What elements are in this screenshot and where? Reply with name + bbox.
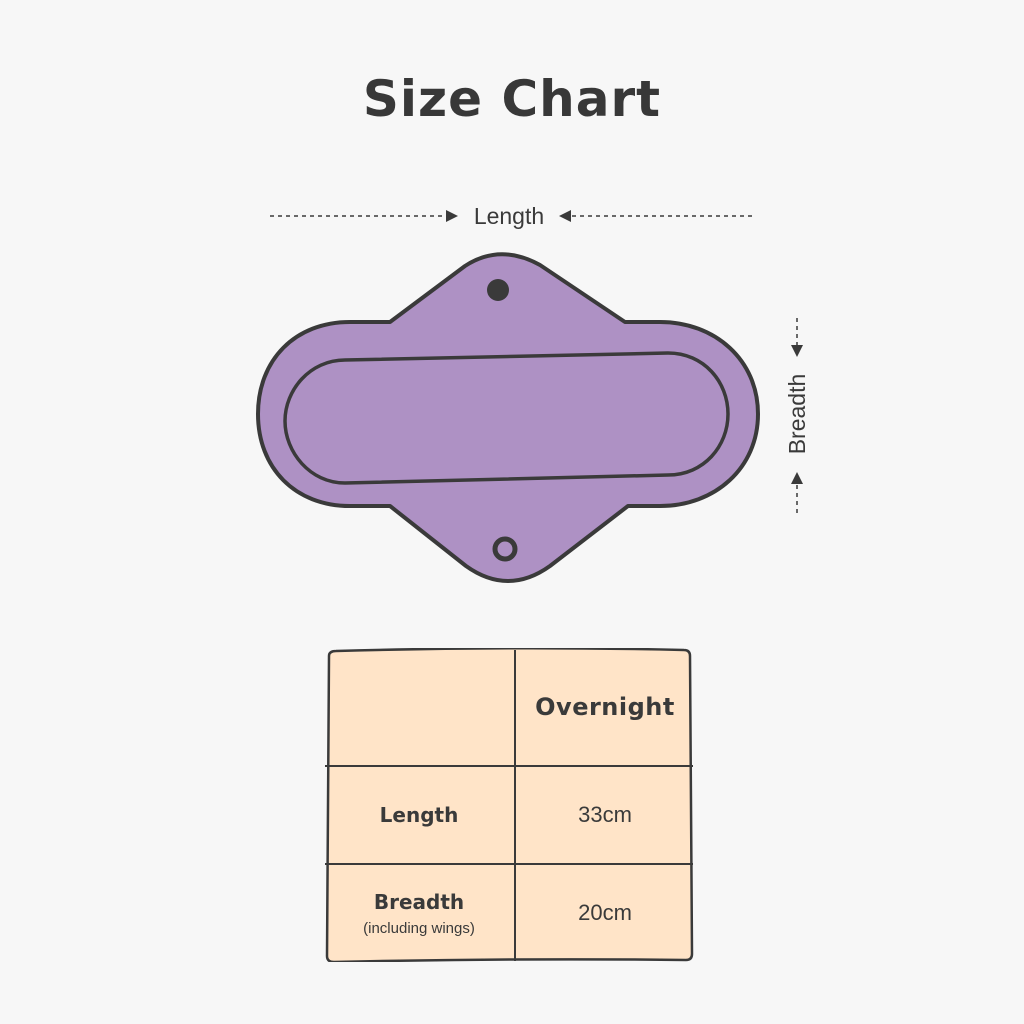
row-sublabel: (including wings) xyxy=(363,919,475,937)
length-arrow-right-icon xyxy=(446,210,458,222)
row-label: Breadth xyxy=(373,889,465,914)
size-table: Overnight Length 33cm Breadth (including… xyxy=(324,648,694,962)
pad-shape xyxy=(256,252,760,583)
table-row-length-value: 33cm xyxy=(578,802,632,827)
breadth-dimension: Breadth xyxy=(784,318,810,513)
breadth-arrow-up-icon xyxy=(791,472,803,484)
table-header-empty xyxy=(324,648,514,766)
table-row-length-label: Length xyxy=(324,766,514,864)
breadth-label: Breadth xyxy=(784,374,810,455)
snap-button-icon xyxy=(487,279,509,301)
pad-inner-core xyxy=(283,351,730,485)
page-title: Size Chart xyxy=(362,70,662,128)
length-dimension: Length xyxy=(270,203,756,229)
table-row-breadth-value: 20cm xyxy=(578,900,632,925)
breadth-arrow-down-icon xyxy=(791,345,803,357)
table-header-overnight: Overnight xyxy=(535,693,675,721)
row-label: Length xyxy=(379,803,459,827)
table-row-breadth-label: Breadth (including wings) xyxy=(324,864,514,962)
length-arrow-left-icon xyxy=(559,210,571,222)
size-table-frame xyxy=(325,648,694,962)
length-label: Length xyxy=(474,203,544,229)
snap-socket-icon xyxy=(492,536,518,562)
pad-diagram: Length Breadth xyxy=(256,203,810,583)
